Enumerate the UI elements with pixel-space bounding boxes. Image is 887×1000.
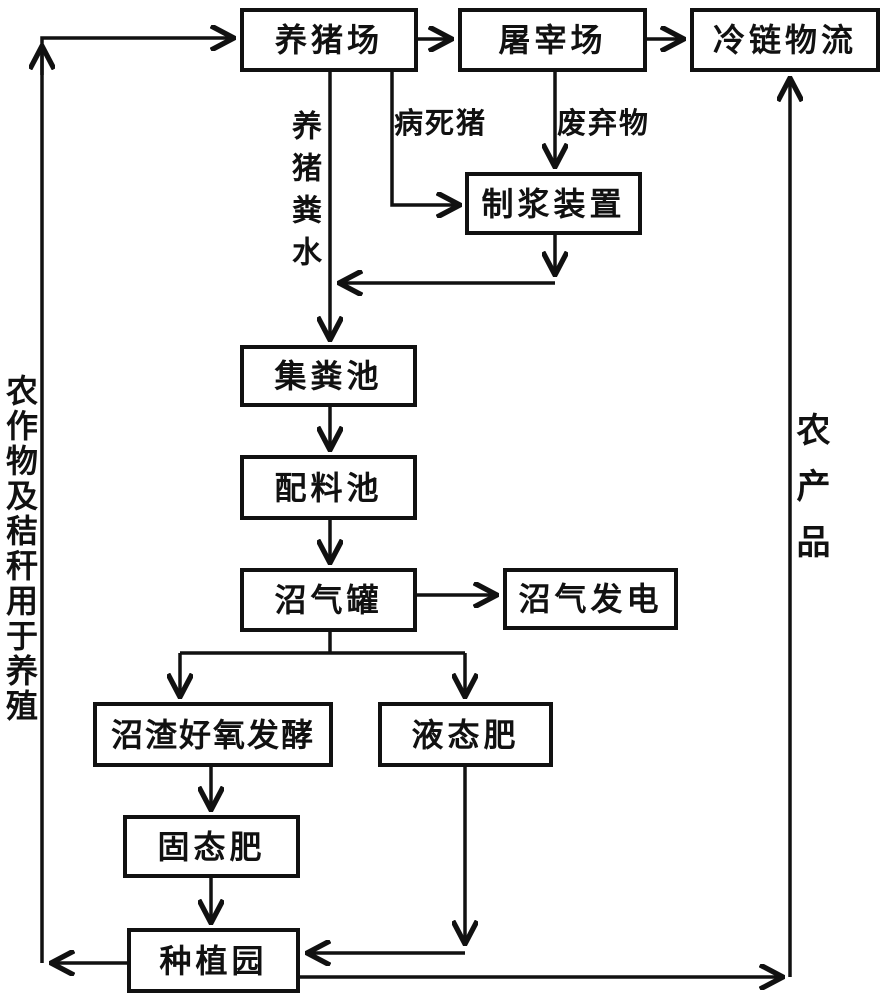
label-waste: 废弃物 (557, 108, 651, 140)
node-slaughterhouse: 屠宰场 (458, 8, 647, 72)
label-agricultural-products: 农产品 (791, 412, 828, 580)
node-cold-chain-logistics: 冷链物流 (690, 8, 880, 72)
edge-dead-pigs-to-pulping-device (390, 72, 460, 205)
label-pig-manure-water: 养猪粪水 (287, 110, 320, 278)
node-plantation: 种植园 (127, 928, 300, 993)
edge-biogas-tank-branch-stem (180, 632, 465, 655)
label-dead-diseased-pigs: 病死猪 (394, 108, 488, 140)
node-biogas-tank: 沼气罐 (240, 568, 417, 632)
label-crops-and-straw-for-breeding: 农作物及秸秆用于养殖 (2, 374, 38, 724)
node-liquid-fertilizer: 液态肥 (378, 702, 553, 767)
node-solid-fertilizer: 固态肥 (123, 815, 300, 878)
node-batching-pool: 配料池 (240, 455, 417, 520)
edge-left-loop-to-pig-farm (40, 38, 234, 963)
node-pig-farm: 养猪场 (240, 8, 418, 72)
node-biogas-power-generation: 沼气发电 (503, 568, 678, 630)
node-manure-collection-pool: 集粪池 (240, 345, 417, 407)
node-residue-aerobic-fermentation: 沼渣好氧发酵 (93, 702, 333, 767)
node-pulping-device: 制浆装置 (465, 172, 642, 235)
